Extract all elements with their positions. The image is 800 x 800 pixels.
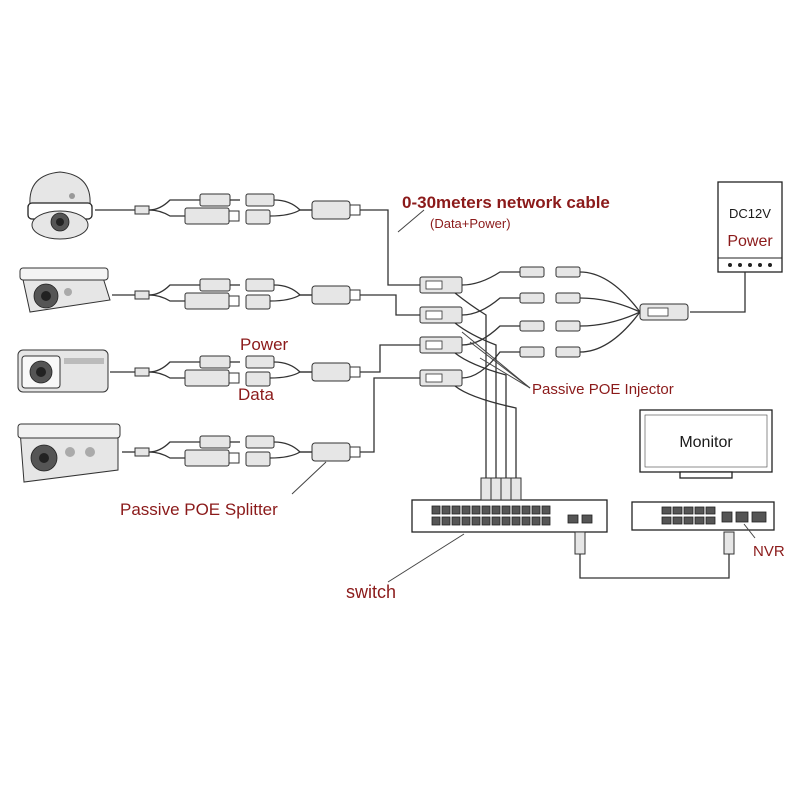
- dc-connector: [245, 278, 275, 292]
- camera-cable-chains: [95, 193, 361, 467]
- cable-subtitle-label: (Data+Power): [430, 216, 511, 231]
- bullet-camera-icon: [17, 423, 121, 483]
- rj45-connector: [184, 449, 230, 467]
- dc-connector: [199, 435, 231, 449]
- network-cable: [360, 377, 420, 453]
- power-label: Power: [240, 335, 289, 354]
- monitor-icon: Monitor: [639, 409, 773, 479]
- switch-nvr-link: [574, 531, 735, 579]
- injector-label: Passive POE Injector: [532, 381, 674, 398]
- dc-connector: [555, 346, 581, 358]
- data-label: Data: [238, 385, 274, 404]
- poe-splitter-icon: [311, 362, 351, 382]
- rj45-connector: [184, 207, 230, 225]
- poe-splitter-icon: [311, 285, 351, 305]
- rj45-connector: [510, 477, 522, 501]
- dc-connector: [199, 193, 231, 207]
- camera-chain: [95, 193, 361, 225]
- poe-injector-icon: [419, 369, 463, 387]
- dc-connector: [199, 355, 231, 369]
- switch-uplink-cables: [454, 292, 522, 501]
- monitor-label: Monitor: [679, 434, 733, 451]
- psu-power-label: Power: [727, 233, 773, 250]
- bullet-camera-icon: [19, 267, 111, 313]
- label-pointers: [291, 209, 756, 583]
- rj45-connector: [184, 292, 230, 310]
- power-splitter-fan: [461, 266, 641, 379]
- network-cable: [360, 344, 420, 373]
- dc-connector: [519, 320, 545, 332]
- rj45-connector: [245, 209, 271, 225]
- cable-title-label: 0-30meters network cable: [402, 193, 610, 212]
- poe-injector-icon: [419, 336, 463, 354]
- rj45-connector: [245, 451, 271, 467]
- poe-injector-icon: [419, 276, 463, 294]
- dc-connector: [199, 278, 231, 292]
- splitter-label: Passive POE Splitter: [120, 500, 278, 519]
- rj45-connector: [245, 371, 271, 387]
- dc-connector: [519, 266, 545, 278]
- poe-splitter-icon: [311, 442, 351, 462]
- network-cable: [360, 209, 420, 286]
- camera-chain: [110, 355, 361, 387]
- box-camera-icon: [17, 349, 109, 393]
- nvr-label: NVR: [753, 543, 785, 560]
- dc-connector: [245, 355, 275, 369]
- rj45-connector: [184, 369, 230, 387]
- rj45-connector: [500, 477, 512, 501]
- nvr-device: [631, 501, 775, 531]
- rj45-connector: [245, 294, 271, 310]
- dc-plug-icon: [639, 303, 689, 321]
- rj45-connector: [480, 477, 492, 501]
- dome-camera-icon: [27, 171, 93, 240]
- network-cable: [360, 294, 420, 316]
- network-cable-runs: [360, 209, 463, 453]
- poe-splitter-icon: [311, 200, 351, 220]
- dc-connector: [245, 435, 275, 449]
- dc-connector: [519, 292, 545, 304]
- psu-voltage-label: DC12V: [729, 206, 771, 221]
- dc-connector: [519, 346, 545, 358]
- psu-output-wire: [690, 272, 746, 313]
- dc-connector: [555, 266, 581, 278]
- switch-label: switch: [346, 582, 396, 602]
- network-switch: [411, 499, 608, 533]
- dc-connector: [245, 193, 275, 207]
- dc-connector: [555, 292, 581, 304]
- power-supply: DC12V Power: [717, 181, 783, 273]
- camera-chain: [112, 278, 361, 310]
- rj45-connector: [490, 477, 502, 501]
- camera-chain: [122, 435, 361, 467]
- dc-connector: [555, 320, 581, 332]
- poe-injector-icon: [419, 306, 463, 324]
